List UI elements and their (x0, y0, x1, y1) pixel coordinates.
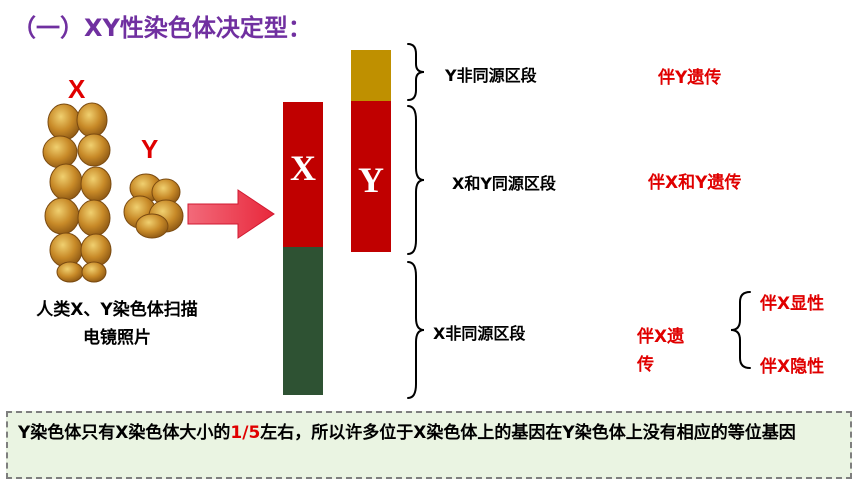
x-bar-letter: X (290, 148, 316, 188)
micrograph-caption: 人类X、Y染色体扫描电镜照片 (36, 300, 198, 348)
note-box: Y染色体只有X染色体大小的1/5左右，所以许多位于X染色体上的基因在Y染色体上没… (6, 411, 852, 479)
inherit-xy-linked: 伴X和Y遗传 (648, 173, 742, 193)
page-title: （一）XY性染色体决定型： (12, 14, 312, 42)
inherit-x-recessive: 伴X隐性 (760, 357, 825, 377)
note-text-part2: 左右，所以许多位于X染色体上的基因在Y染色体上没有相应的等位基因 (260, 423, 796, 443)
arrow-right-icon (187, 189, 275, 239)
brace-x-nonhomologous (407, 261, 425, 399)
inherit-y-linked: 伴Y遗传 (658, 68, 722, 88)
y-bar-letter: Y (358, 160, 384, 200)
note-highlight: 1/5 (230, 423, 261, 443)
x-chromosome-label: X (68, 74, 86, 104)
label-xy-homologous: X和Y同源区段 (452, 174, 556, 193)
note-text-part1: Y染色体只有X染色体大小的 (18, 423, 231, 443)
segment-braces (407, 43, 425, 399)
brace-x-linked-subtypes (730, 291, 751, 369)
label-x-nonhomologous: X非同源区段 (433, 324, 526, 343)
label-y-nonhomologous: Y非同源区段 (445, 66, 537, 85)
brace-xy-homologous (407, 105, 425, 255)
y-chromosome-image (123, 173, 184, 239)
inherit-x-dominant: 伴X显性 (760, 294, 825, 314)
x-bar-nonhomologous (283, 247, 323, 395)
inherit-x-linked-line1: 伴X遗 (637, 327, 685, 347)
x-bar-homologous (283, 102, 323, 247)
inherit-x-linked-line2: 传 (637, 355, 654, 375)
y-chromosome-label: Y (141, 134, 159, 164)
x-chromosome-image (42, 102, 112, 283)
brace-y-nonhomologous (407, 43, 425, 101)
y-bar-homologous (351, 101, 391, 252)
y-bar-nonhomologous (351, 50, 391, 101)
chromosome-micrograph (42, 102, 184, 283)
